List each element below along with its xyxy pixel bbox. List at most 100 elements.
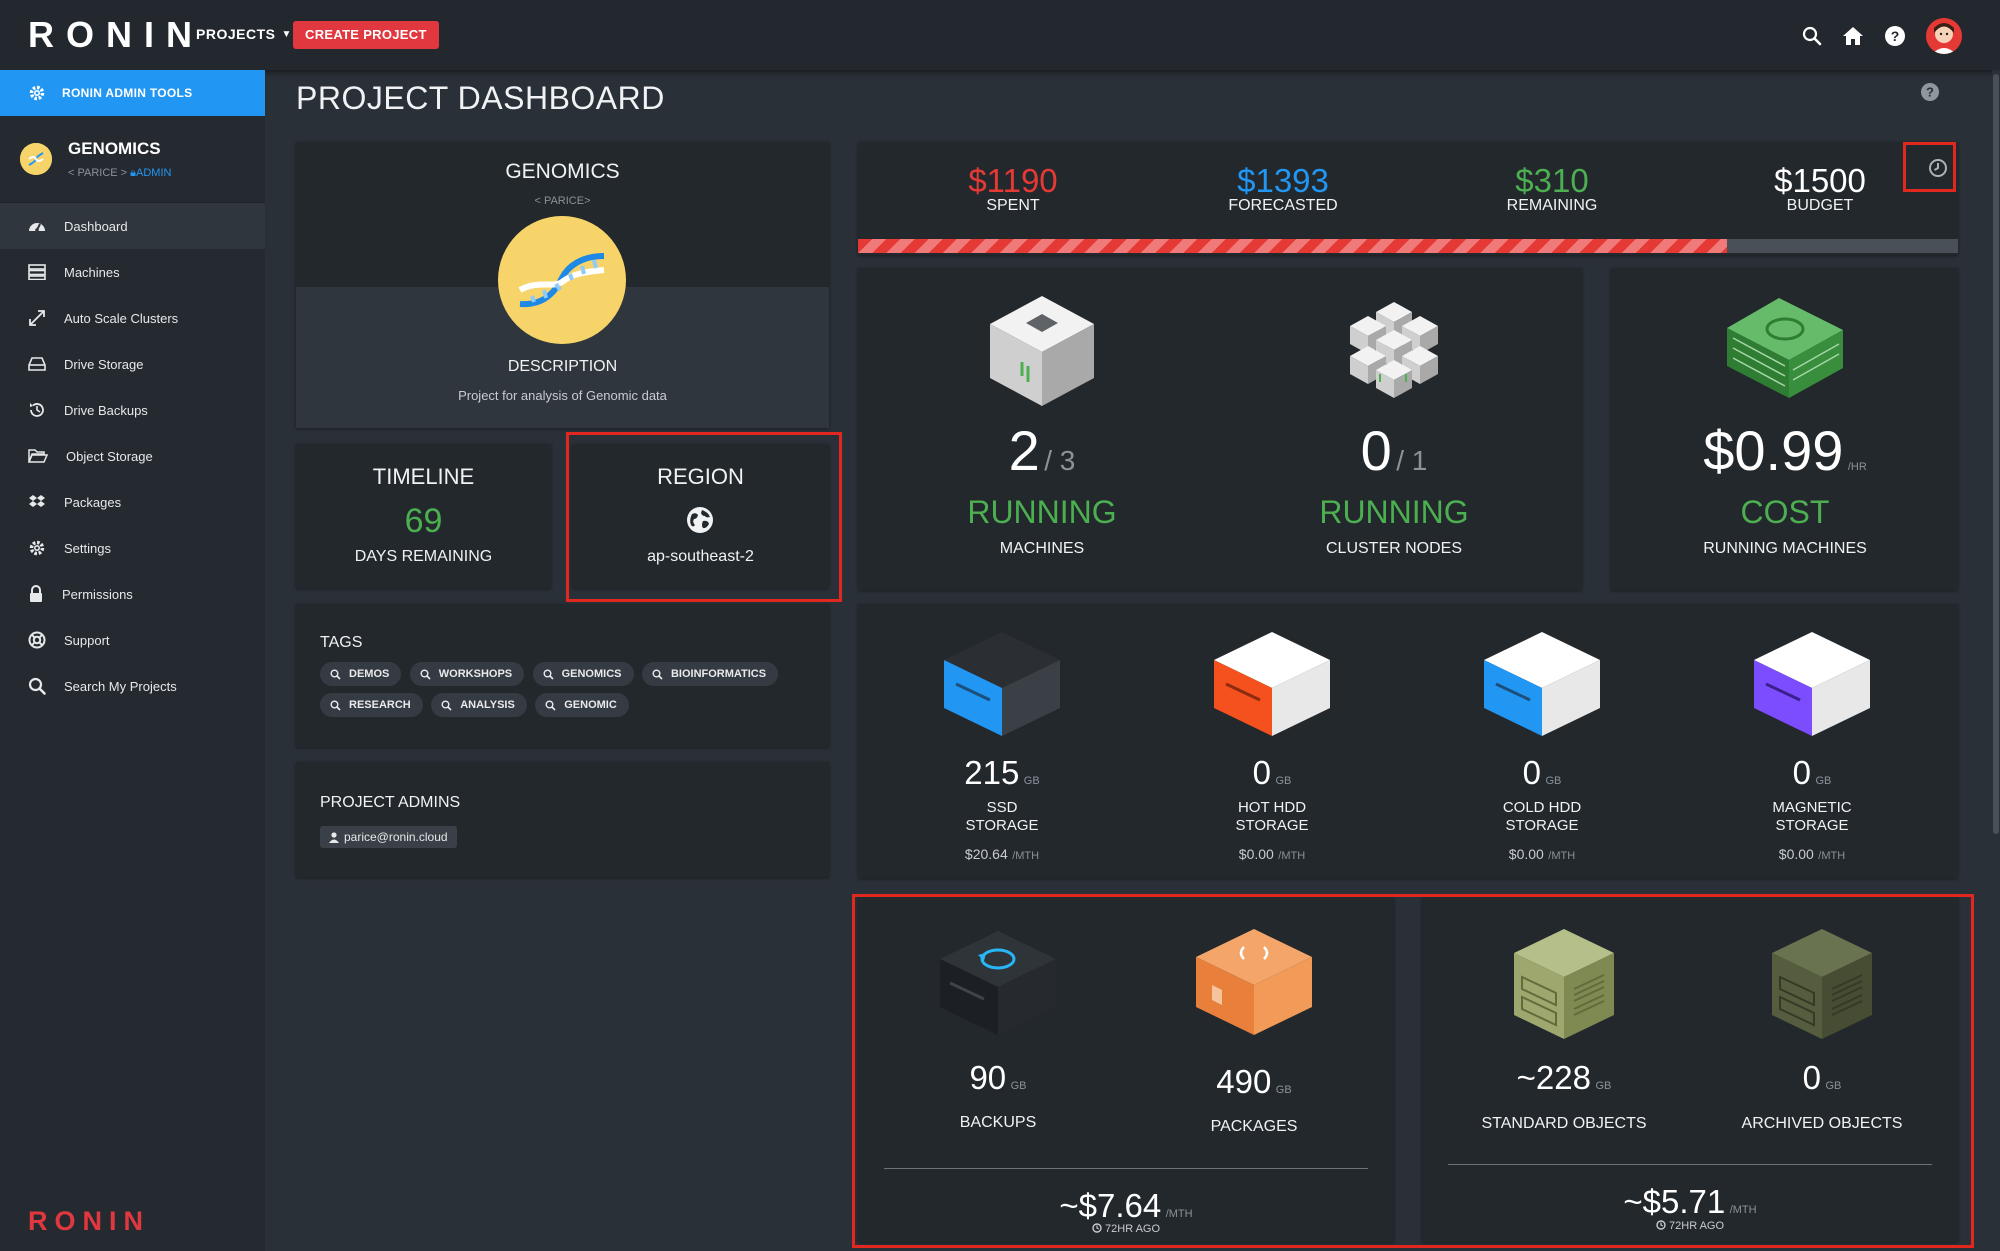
project-owner: < PARICE > 🔒︎ADMIN [68, 167, 171, 180]
budget-label: BUDGET [1786, 197, 1854, 214]
archived-objects-label: ARCHIVED OBJECTS [1741, 1115, 1903, 1132]
search-icon [330, 700, 341, 711]
objects-total-row: ~$5.71 /MTH [1422, 1183, 1958, 1221]
tag-research[interactable]: RESEARCH [320, 693, 423, 717]
create-project-button[interactable]: CREATE PROJECT [293, 21, 439, 49]
ronin-logo[interactable]: RONIN [28, 14, 204, 55]
sidebar-item-search-my-projects[interactable]: Search My Projects [0, 663, 265, 709]
gear-icon [29, 85, 45, 101]
admin-email: parice@ronin.cloud [344, 830, 448, 844]
sidebar-item-label: Permissions [62, 586, 133, 602]
projects-dropdown[interactable]: PROJECTS▼ [196, 26, 292, 42]
sidebar-item-packages[interactable]: Packages [0, 479, 265, 525]
sidebar-item-auto-scale-clusters[interactable]: Auto Scale Clusters [0, 295, 265, 341]
search-icon [545, 700, 556, 711]
tag-workshops[interactable]: WORKSHOPS [409, 662, 525, 686]
machines-status: RUNNING [967, 494, 1117, 530]
page-help-icon[interactable]: ? [1920, 82, 1940, 107]
admin-tools-button[interactable]: RONIN ADMIN TOOLS [0, 70, 265, 116]
objects-total: ~$5.71 [1623, 1183, 1726, 1220]
budget-value: $1500 [1774, 162, 1866, 199]
search-icon[interactable] [1802, 26, 1822, 46]
cluster-count: 0 / 1 [1294, 418, 1494, 483]
budget-history-icon[interactable] [1928, 158, 1948, 183]
cluster-running: 0 [1360, 419, 1392, 482]
help-icon[interactable]: ? [1884, 25, 1906, 47]
archived-objects-unit: GB [1825, 1080, 1842, 1092]
cost-label: RUNNING MACHINES [1703, 540, 1867, 557]
sidebar-item-drive-backups[interactable]: Drive Backups [0, 387, 265, 433]
search-icon [543, 669, 554, 680]
description-text: Project for analysis of Genomic data [458, 388, 667, 403]
sidebar-item-label: Auto Scale Clusters [64, 310, 179, 326]
cost-value: $0.99 [1703, 419, 1844, 482]
standard-objects-value-row: ~228 GB [1464, 1059, 1664, 1097]
magnetic-value: 0 [1792, 754, 1811, 791]
page-title: PROJECT DASHBOARD [296, 80, 665, 116]
cost-value-row: $0.99 /HR [1635, 418, 1935, 483]
sidebar-item-object-storage[interactable]: Object Storage [0, 433, 265, 479]
sidebar-item-drive-storage[interactable]: Drive Storage [0, 341, 265, 387]
backups-updated: 72HR AGO [1105, 1223, 1161, 1235]
globe-icon [686, 506, 714, 539]
cold-hdd-cost-unit: /MTH [1548, 850, 1576, 862]
packages-label: PACKAGES [1210, 1118, 1298, 1135]
role-text: ADMIN [136, 166, 172, 179]
search-icon [28, 677, 46, 695]
tag-analysis[interactable]: ANALYSIS [431, 693, 527, 717]
cost-unit: /HR [1847, 461, 1867, 473]
cold-hdd-storage-icon [1480, 628, 1604, 743]
cold-hdd-value: 0 [1522, 754, 1541, 791]
region-card: REGION ap-southeast-2 [572, 444, 829, 588]
server-cube-icon [982, 290, 1102, 415]
top-actions: ? [1802, 18, 1962, 54]
sidebar-item-settings[interactable]: Settings [0, 525, 265, 571]
remaining-label: REMAINING [1506, 197, 1598, 214]
archived-objects-value: 0 [1802, 1059, 1821, 1096]
tag-genomics[interactable]: GENOMICS [532, 662, 634, 686]
backups-value-row: 90 GB [898, 1059, 1098, 1097]
dna-icon [20, 143, 52, 175]
sidebar-item-support[interactable]: Support [0, 617, 265, 663]
sidebar-item-machines[interactable]: Machines [0, 249, 265, 295]
project-card-title: GENOMICS [505, 160, 620, 183]
folder-open-icon [28, 449, 48, 463]
admins-list: parice@ronin.cloud [320, 826, 457, 848]
current-project[interactable]: GENOMICS < PARICE > 🔒︎ADMIN [0, 116, 265, 203]
user-avatar[interactable] [1926, 18, 1962, 54]
page-scrollbar[interactable] [1992, 70, 2000, 1251]
tag-demos[interactable]: DEMOS [320, 662, 402, 686]
expand-icon [29, 310, 45, 326]
tag-bioinformatics[interactable]: BIOINFORMATICS [641, 662, 779, 686]
sidebar-item-label: Object Storage [66, 448, 153, 464]
clock-icon [1092, 1223, 1105, 1235]
tag-genomic[interactable]: GENOMIC [535, 693, 629, 717]
objects-updated: 72HR AGO [1669, 1220, 1725, 1232]
lock-icon: 🔒︎ [130, 166, 137, 179]
admin-user-chip[interactable]: parice@ronin.cloud [320, 826, 457, 848]
magnetic-value-row: 0 GB [1722, 754, 1902, 792]
cluster-total: / 1 [1396, 445, 1428, 476]
region-value: ap-southeast-2 [647, 548, 754, 565]
sidebar-item-label: Drive Backups [64, 402, 148, 418]
spent-value: $1190 [968, 162, 1058, 199]
footer-logo: RONIN [28, 1206, 150, 1236]
backups-total-row: ~$7.64 /MTH [858, 1187, 1394, 1225]
caret-down-icon: ▼ [281, 29, 292, 40]
clock-icon [1656, 1220, 1669, 1232]
tags-card: TAGS DEMOS WORKSHOPS GENOMICS BIOINFORMA… [296, 604, 829, 747]
cluster-label: CLUSTER NODES [1325, 540, 1463, 557]
owner-text: < PARICE > [68, 166, 128, 179]
budget-card: $1190 SPENT $1393 FORECASTED $310 REMAIN… [858, 142, 1958, 255]
sidebar-item-permissions[interactable]: Permissions [0, 571, 265, 617]
tag-text: RESEARCH [349, 699, 411, 711]
search-icon [330, 669, 341, 680]
life-ring-icon [28, 631, 46, 649]
hot-hdd-storage-icon [1210, 628, 1334, 743]
ssd-storage-icon [940, 628, 1064, 743]
home-icon[interactable] [1842, 26, 1864, 46]
tag-text: GENOMICS [561, 668, 622, 680]
scrollbar-thumb[interactable] [1993, 74, 1999, 834]
sidebar-item-dashboard[interactable]: Dashboard [0, 203, 265, 249]
tag-text: WORKSHOPS [438, 668, 513, 680]
